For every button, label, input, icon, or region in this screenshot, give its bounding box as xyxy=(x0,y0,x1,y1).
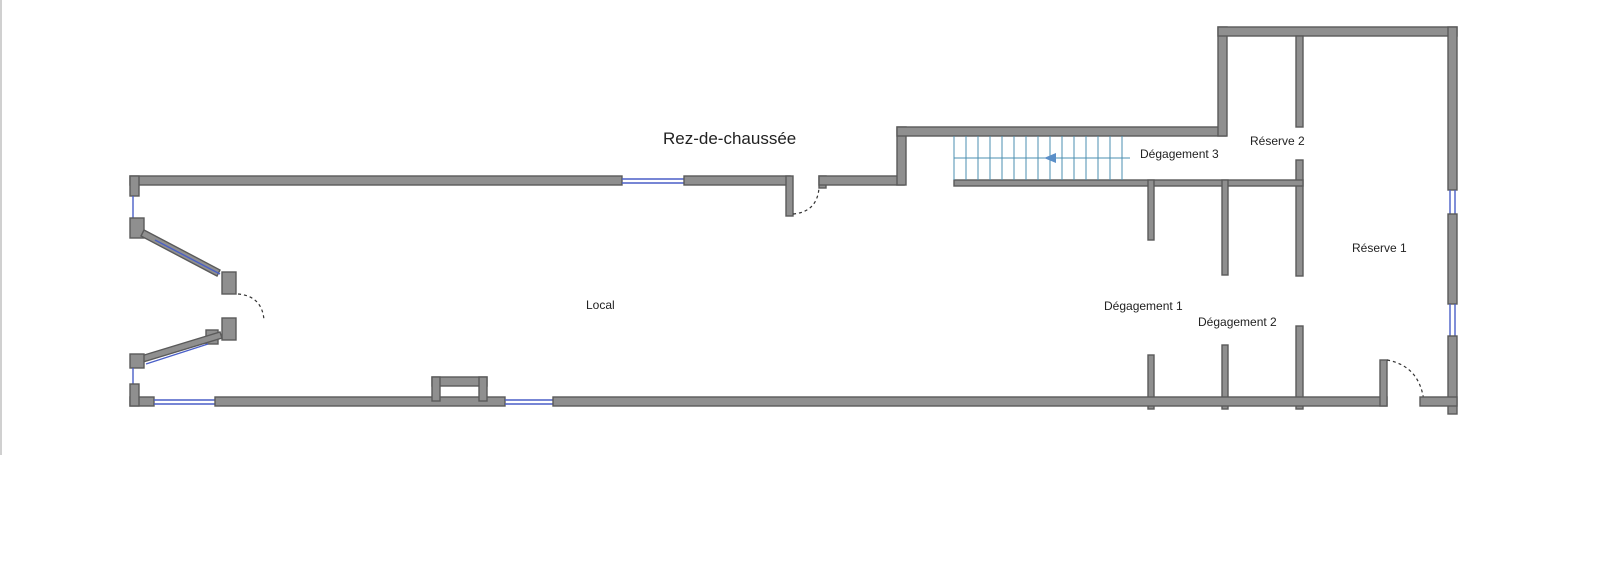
wall-reserve2-right xyxy=(1295,35,1304,128)
door-swing-left xyxy=(237,293,265,321)
wall-right-lower xyxy=(1447,335,1458,415)
room-label-degagement-1: Dégagement 1 xyxy=(1104,299,1183,313)
wall-right-mid xyxy=(1447,213,1458,305)
arrow-left-icon xyxy=(1044,153,1056,163)
wall-stair-top xyxy=(896,126,1227,137)
room-label-reserve-2: Réserve 2 xyxy=(1250,134,1305,148)
wall-bay-pier-upper xyxy=(221,271,237,295)
wall-bay-pier-lower xyxy=(221,317,237,341)
niche-left xyxy=(431,376,441,402)
room-label-degagement-2: Dégagement 2 xyxy=(1198,315,1277,329)
room-label-local: Local xyxy=(586,298,615,312)
niche-right xyxy=(478,376,488,402)
plan-title: Rez-de-chaussée xyxy=(663,129,796,148)
window-bay-lower xyxy=(145,343,209,365)
wall-top-mid xyxy=(683,175,791,186)
wall-reserve-divider-mid xyxy=(1295,159,1304,277)
wall-corridor-1-bottom xyxy=(1147,354,1155,410)
wall-bottom-main xyxy=(552,396,1388,407)
wall-door-jamb-left xyxy=(785,175,794,217)
wall-left-pier-bottom xyxy=(129,353,145,369)
wall-door-jamb-bottom xyxy=(1379,359,1388,407)
wall-bottom-left xyxy=(214,396,506,407)
staircase xyxy=(953,136,1130,180)
room-label-degagement-3: Dégagement 3 xyxy=(1140,147,1219,161)
wall-right-upper xyxy=(1447,26,1458,191)
wall-bottom-corner-right xyxy=(1419,396,1458,407)
door-swing-top xyxy=(792,187,820,215)
wall-corridor-1-top xyxy=(1147,179,1155,241)
door-swing-bottom xyxy=(1386,359,1425,403)
window-bay-upper xyxy=(154,239,221,275)
wall-bay-lower xyxy=(140,331,223,363)
wall-corridor-2-top xyxy=(1221,179,1229,276)
wall-top-right xyxy=(818,175,905,186)
wall-top-left xyxy=(129,175,623,186)
wall-corridor-2-bottom xyxy=(1221,344,1229,410)
wall-left-pier-top xyxy=(129,217,145,239)
wall-reserve2-left xyxy=(1217,26,1228,137)
wall-corridor-3-bottom xyxy=(1295,325,1304,410)
wall-stair-bottom xyxy=(953,179,1304,187)
wall-left-bottom xyxy=(129,383,140,407)
wall-left-top xyxy=(129,175,140,197)
wall-top-far-right xyxy=(1217,26,1458,37)
room-label-reserve-1: Réserve 1 xyxy=(1352,241,1407,255)
